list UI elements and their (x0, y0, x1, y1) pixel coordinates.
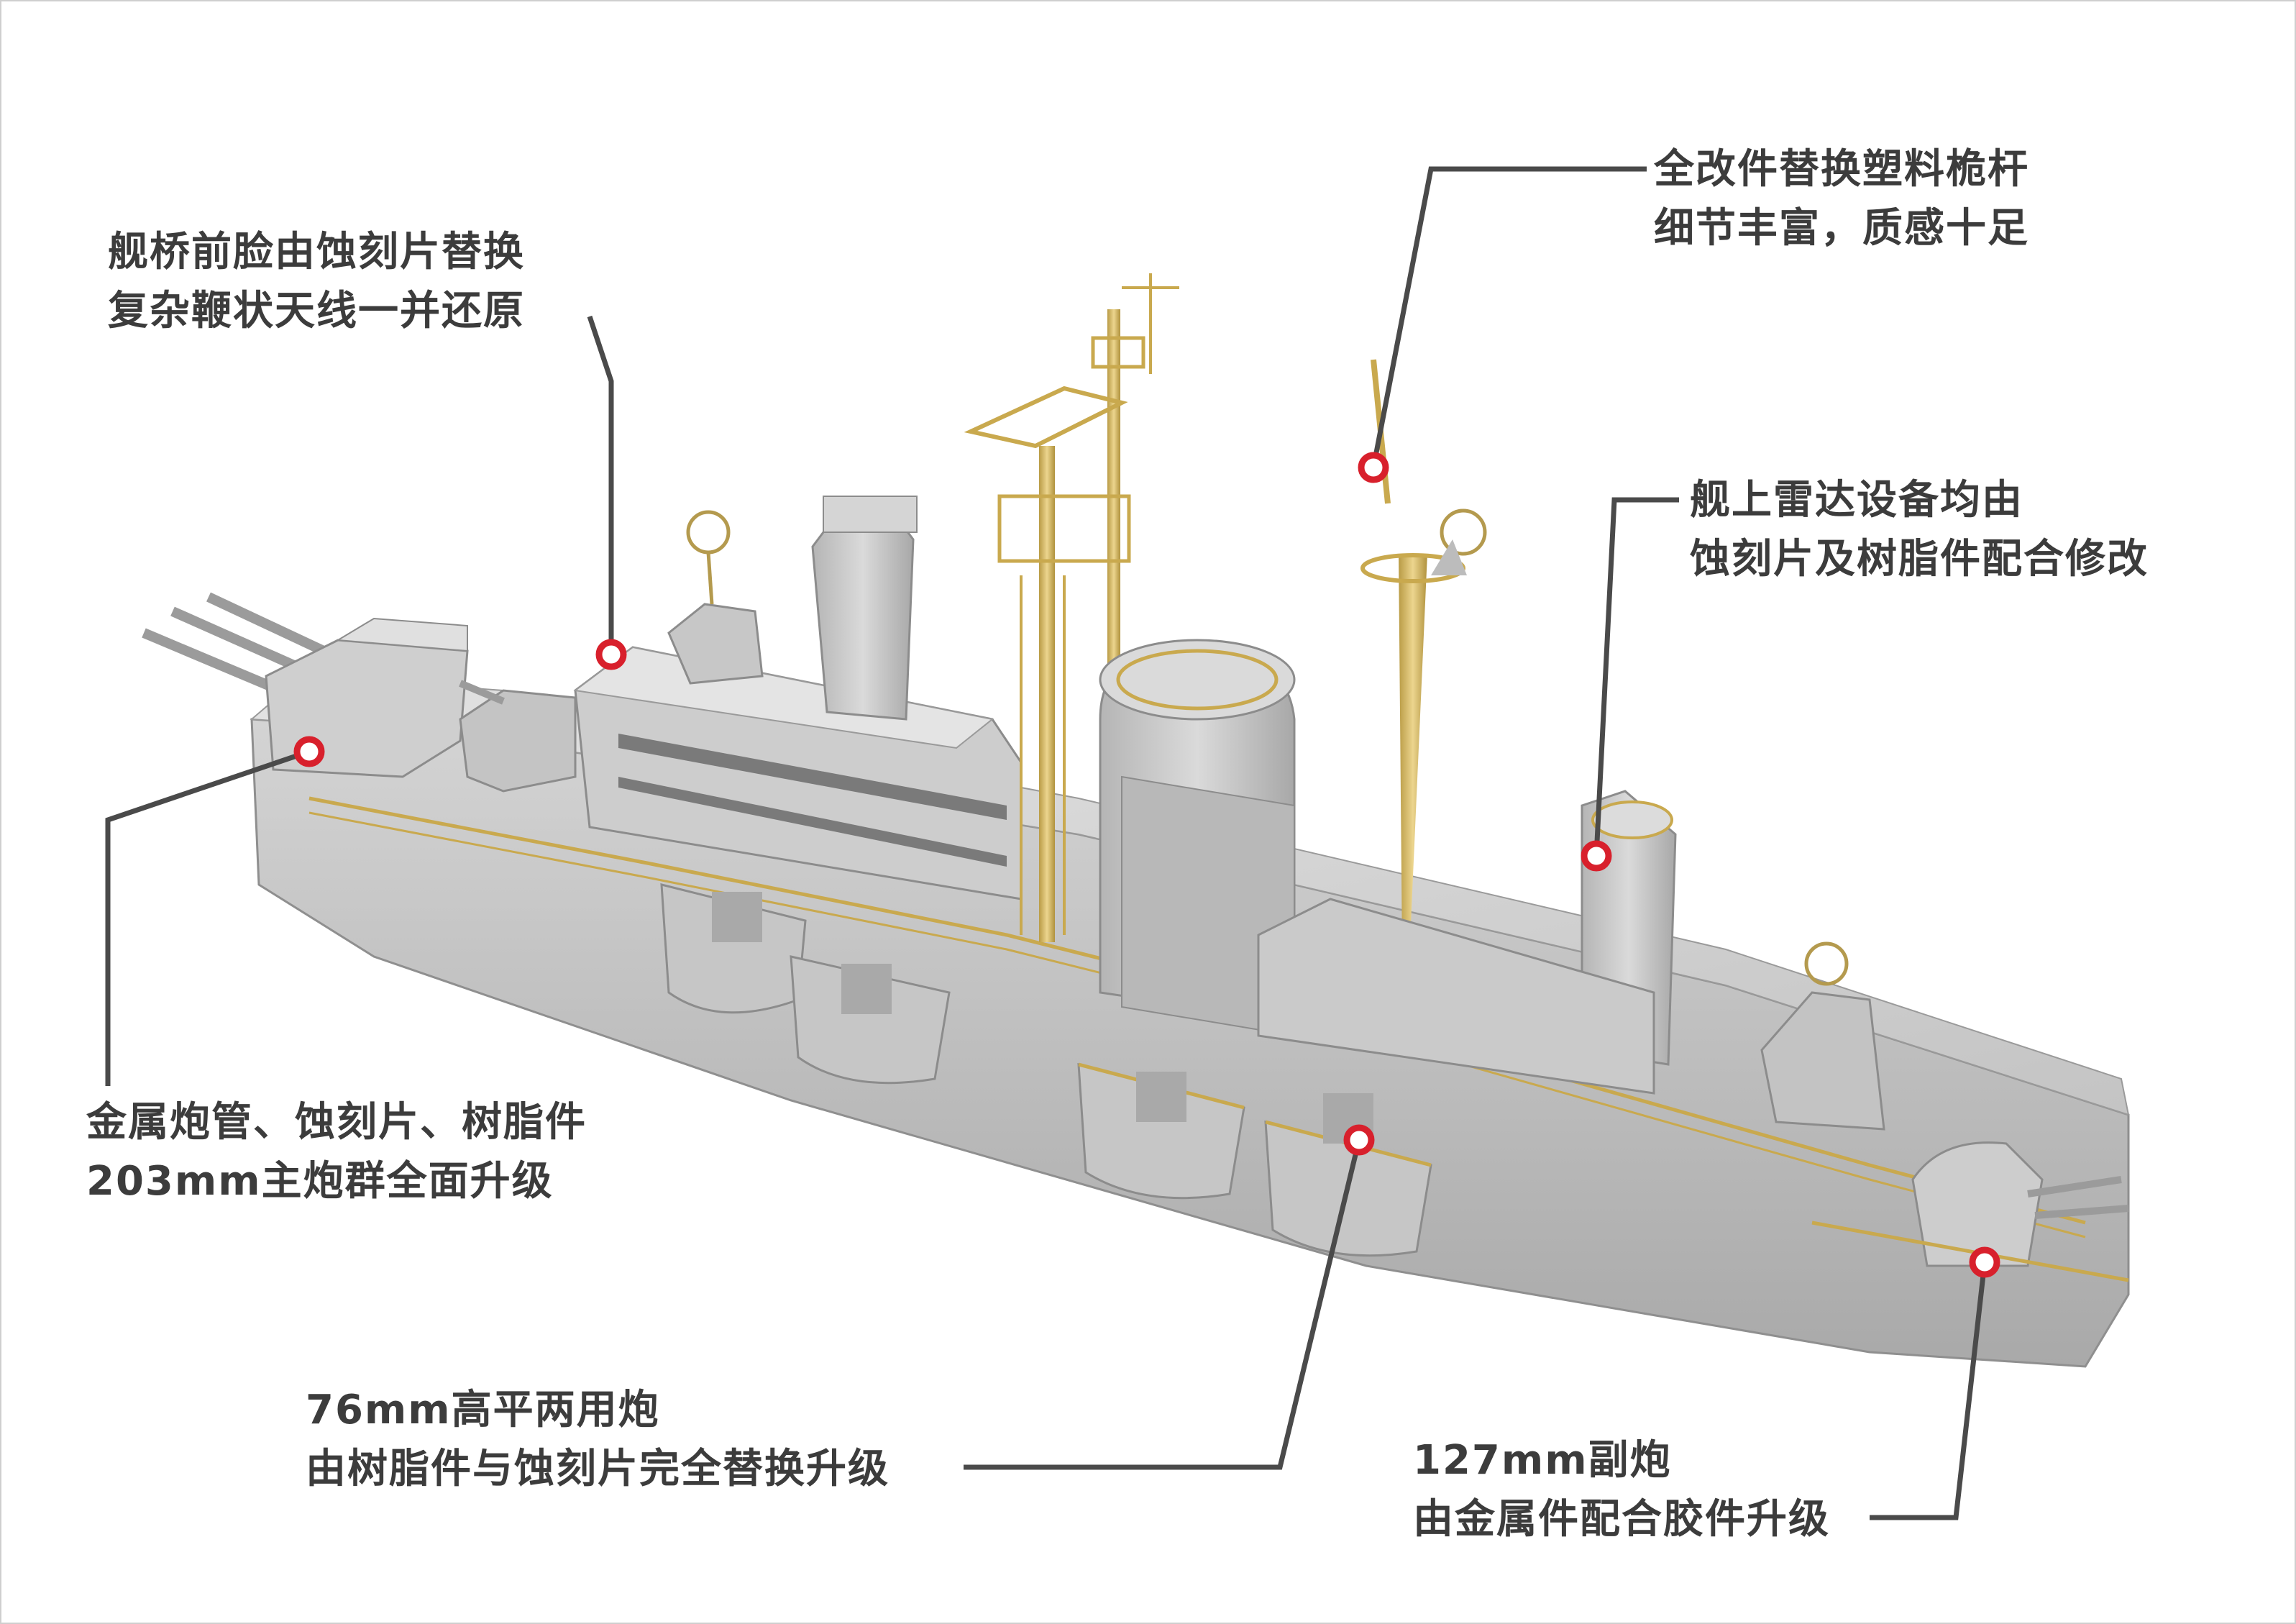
callout-bridge-line1: 舰桥前脸由蚀刻片替换 (108, 229, 525, 275)
leader-line-main-gun (105, 749, 311, 1086)
marker-aa-gun (1343, 1124, 1375, 1156)
leader-line-bridge (587, 315, 614, 647)
callout-mast: 全改件替换塑料桅杆 细节丰富，质感十足 (1654, 140, 2029, 258)
callout-aa-gun-line1: 76mm高平两用炮 (306, 1387, 660, 1433)
callout-secondary-gun-line1: 127mm副炮 (1413, 1437, 1672, 1484)
callout-mast-line1: 全改件替换塑料桅杆 (1654, 146, 2029, 193)
funnel (1099, 639, 1296, 1037)
leader-lines (105, 166, 1988, 1520)
callout-aa-gun-line2: 由树脂件与蚀刻片完全替换升级 (306, 1446, 889, 1492)
leader-line-radar (1593, 497, 1679, 857)
callout-radar-line2: 蚀刻片及树脂件配合修改 (1690, 536, 2149, 583)
callout-radar-line1: 舰上雷达设备均由 (1690, 477, 2023, 524)
marker-secondary-gun (1969, 1246, 2000, 1278)
leader-line-secondary-gun (1870, 1262, 1988, 1520)
callout-radar: 舰上雷达设备均由 蚀刻片及树脂件配合修改 (1690, 471, 2149, 589)
callout-bridge: 舰桥前脸由蚀刻片替换 复杂鞭状天线一并还原 (108, 223, 525, 341)
callout-main-gun-line2: 203mm主炮群全面升级 (86, 1158, 554, 1205)
callout-main-gun-line1: 金属炮管、蚀刻片、树脂件 (86, 1099, 587, 1146)
leader-line-aa-gun (964, 1139, 1362, 1470)
forward-main-turret (142, 592, 577, 793)
aft-superstructure (1257, 790, 1885, 1131)
marker-main-gun (293, 736, 325, 767)
marker-radar (1581, 840, 1612, 872)
callout-aa-gun: 76mm高平两用炮 由树脂件与蚀刻片完全替换升级 (306, 1381, 889, 1499)
aft-mast (1360, 359, 1487, 957)
marker-bridge (595, 639, 627, 670)
marker-mast (1358, 452, 1389, 483)
leader-line-mast (1371, 166, 1647, 468)
bridge-superstructure (573, 496, 1023, 900)
callout-mast-line2: 细节丰富，质感十足 (1654, 205, 2029, 252)
callout-bridge-line2: 复杂鞭状天线一并还原 (108, 288, 525, 334)
callout-markers (293, 452, 2000, 1278)
callout-secondary-gun-line2: 由金属件配合胶件升级 (1413, 1496, 1830, 1543)
aft-secondary-turret (1811, 1141, 2129, 1282)
callout-secondary-gun: 127mm副炮 由金属件配合胶件升级 (1413, 1431, 1830, 1549)
callout-main-gun: 金属炮管、蚀刻片、树脂件 203mm主炮群全面升级 (86, 1093, 587, 1211)
